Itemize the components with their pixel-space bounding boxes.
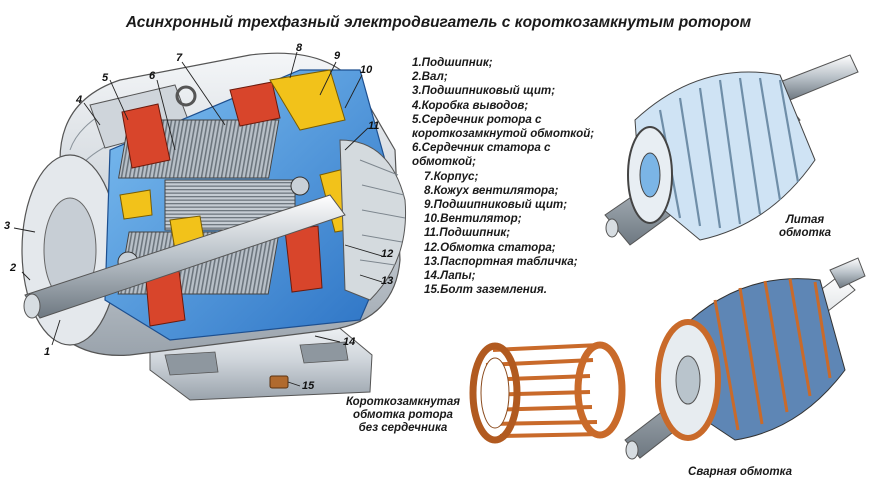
legend-item: 5.Сердечник ротора с bbox=[412, 112, 542, 126]
copper-cage bbox=[469, 341, 626, 444]
cage-caption: Короткозамкнутая обмотка ротора без серд… bbox=[345, 396, 461, 434]
marker-1: 1 bbox=[44, 346, 51, 358]
marker-11: 11 bbox=[368, 120, 380, 132]
legend-item: 6.Сердечник статора с bbox=[412, 141, 551, 155]
legend-item: 11.Подшипник; bbox=[424, 226, 511, 240]
cast-winding-caption: Литая обмотка bbox=[778, 214, 832, 239]
marker-3: 3 bbox=[4, 220, 11, 232]
marker-2: 2 bbox=[10, 262, 17, 274]
legend-item: 1.Подшипник; bbox=[412, 56, 493, 69]
legend-item: 2.Вал; bbox=[412, 70, 448, 84]
legend-item: 13.Паспортная табличка; bbox=[424, 254, 578, 268]
marker-7: 7 bbox=[176, 52, 183, 64]
marker-15: 15 bbox=[302, 380, 315, 392]
legend-item: 14.Лапы; bbox=[424, 269, 476, 283]
marker-9: 9 bbox=[334, 50, 341, 62]
legend-item: короткозамкнутой обмоткой; bbox=[412, 127, 595, 141]
marker-14: 14 bbox=[343, 336, 356, 348]
cast-winding-rotor bbox=[604, 54, 859, 246]
marker-4: 4 bbox=[76, 94, 83, 106]
marker-10: 10 bbox=[360, 64, 373, 76]
parts-legend: 1.Подшипник; 2.Вал; 3.Подшипниковый щит;… bbox=[412, 56, 622, 297]
legend-item: 7.Корпус; bbox=[424, 169, 479, 183]
legend-item: 8.Кожух вентилятора; bbox=[424, 183, 559, 197]
legend-item: 12.Обмотка статора; bbox=[424, 240, 556, 254]
motor-shaft bbox=[23, 194, 346, 319]
marker-6: 6 bbox=[149, 70, 156, 82]
welded-winding-rotor bbox=[624, 257, 866, 460]
legend-item: 9.Подшипниковый щит; bbox=[424, 198, 568, 212]
grounding-bolt bbox=[269, 375, 289, 389]
legend-item: 4.Коробка выводов; bbox=[412, 98, 529, 112]
legend-item: 3.Подшипниковый щит; bbox=[412, 84, 556, 98]
marker-5: 5 bbox=[102, 72, 109, 84]
leader-lines bbox=[13, 51, 383, 387]
marker-8: 8 bbox=[296, 42, 303, 54]
page-title: Асинхронный трехфазный электродвигатель … bbox=[125, 14, 752, 31]
legend-item: 10.Вентилятор; bbox=[424, 212, 522, 226]
legend-item: 15.Болт заземления. bbox=[424, 283, 547, 297]
fan-cover bbox=[339, 139, 407, 301]
welded-winding-caption: Сварная обмотка bbox=[688, 466, 792, 478]
marker-13: 13 bbox=[381, 275, 394, 287]
legend-item: обмоткой; bbox=[412, 155, 476, 169]
marker-12: 12 bbox=[381, 248, 394, 260]
